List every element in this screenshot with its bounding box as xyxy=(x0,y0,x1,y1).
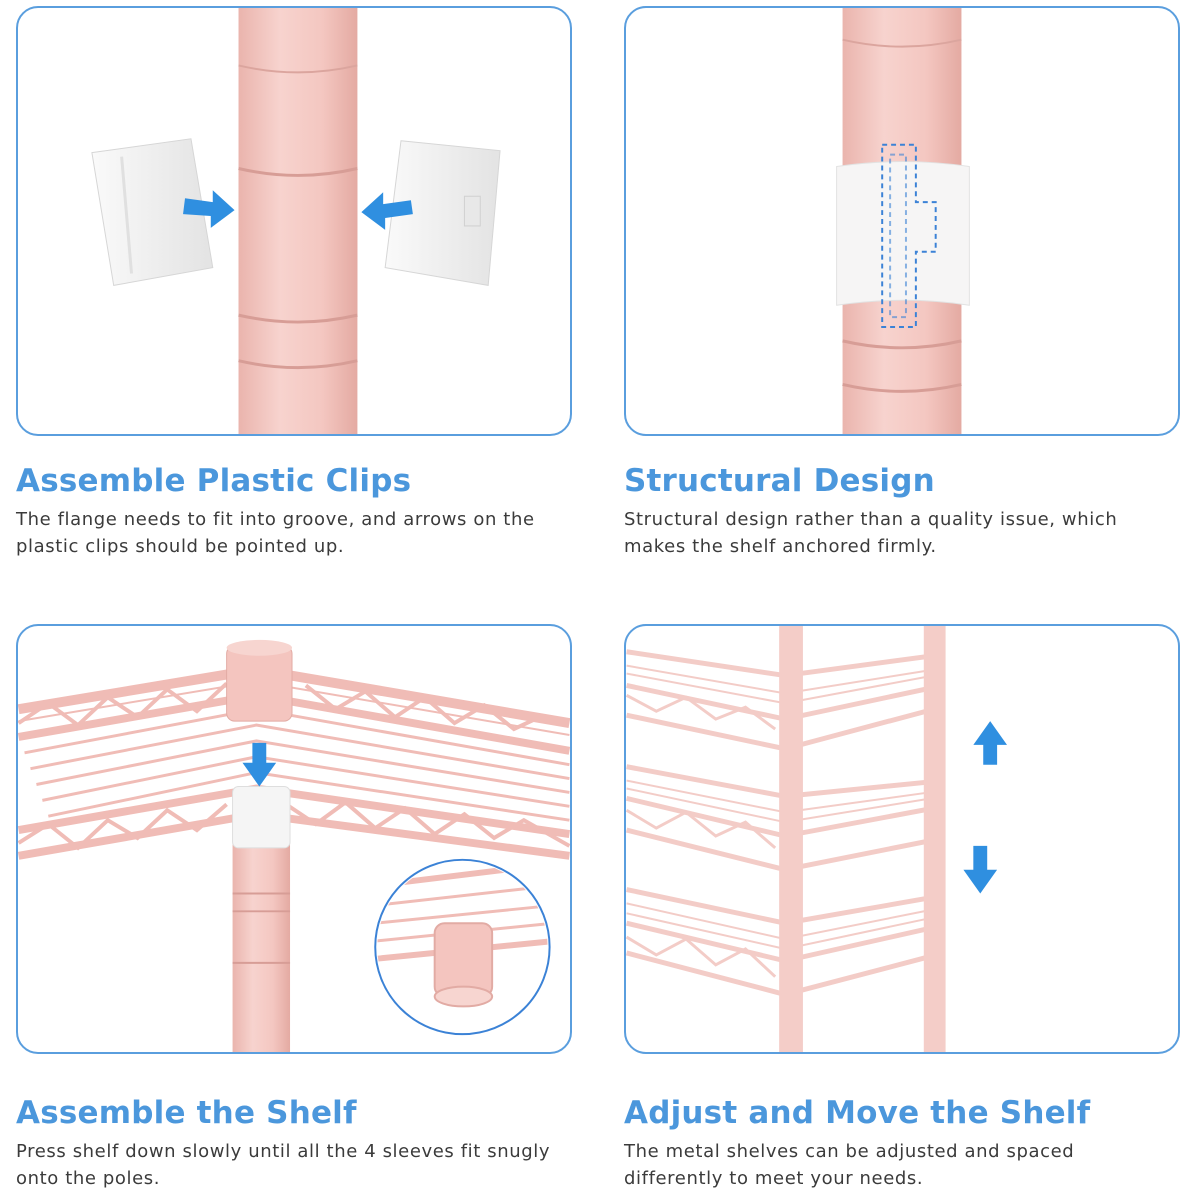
corner-sleeve xyxy=(226,639,293,722)
panel-assemble-shelf xyxy=(16,624,572,1054)
panel-description: Press shelf down slowly until all the 4 … xyxy=(16,1141,551,1189)
panel-title: Assemble the Shelf xyxy=(16,1095,357,1131)
detail-circle xyxy=(374,858,551,1036)
panel-description: Structural design rather than a quality … xyxy=(624,509,1118,557)
wire-shelf xyxy=(18,664,570,860)
structural-illustration xyxy=(836,8,970,434)
poles xyxy=(779,626,946,1052)
panel-assemble-clips xyxy=(16,6,572,436)
pole xyxy=(238,8,358,434)
panel-description: The metal shelves can be adjusted and sp… xyxy=(624,1141,1075,1189)
adjust-shelf-illustration xyxy=(626,626,1008,1052)
caption-adjust-shelf: Adjust and Move the Shelf The metal shel… xyxy=(624,1094,1184,1192)
caption-structural-design: Structural Design Structural design rath… xyxy=(624,462,1184,560)
arrow-down-icon xyxy=(242,742,277,787)
right-clip xyxy=(384,140,501,286)
panel-structural-design xyxy=(624,6,1180,436)
panel-title: Adjust and Move the Shelf xyxy=(624,1095,1091,1131)
arrow-down-icon xyxy=(963,845,998,894)
caption-assemble-clips: Assemble Plastic Clips The flange needs … xyxy=(16,462,576,560)
arrow-up-icon xyxy=(973,721,1008,765)
arrow-right-icon xyxy=(183,190,235,228)
shelf-assembly-illustration xyxy=(18,639,570,1052)
caption-assemble-shelf: Assemble the Shelf Press shelf down slow… xyxy=(16,1094,576,1192)
left-clip xyxy=(91,138,214,286)
panel-title: Structural Design xyxy=(624,463,935,499)
panel-adjust-shelf xyxy=(624,624,1180,1054)
clip-sleeve xyxy=(836,161,970,306)
arrow-left-icon xyxy=(361,192,413,230)
white-clip xyxy=(232,785,291,849)
pole xyxy=(232,834,291,1052)
panel-description: The flange needs to fit into groove, and… xyxy=(16,509,535,557)
clips-illustration xyxy=(91,8,501,434)
flange-outline xyxy=(881,143,937,328)
panel-title: Assemble Plastic Clips xyxy=(16,463,412,499)
